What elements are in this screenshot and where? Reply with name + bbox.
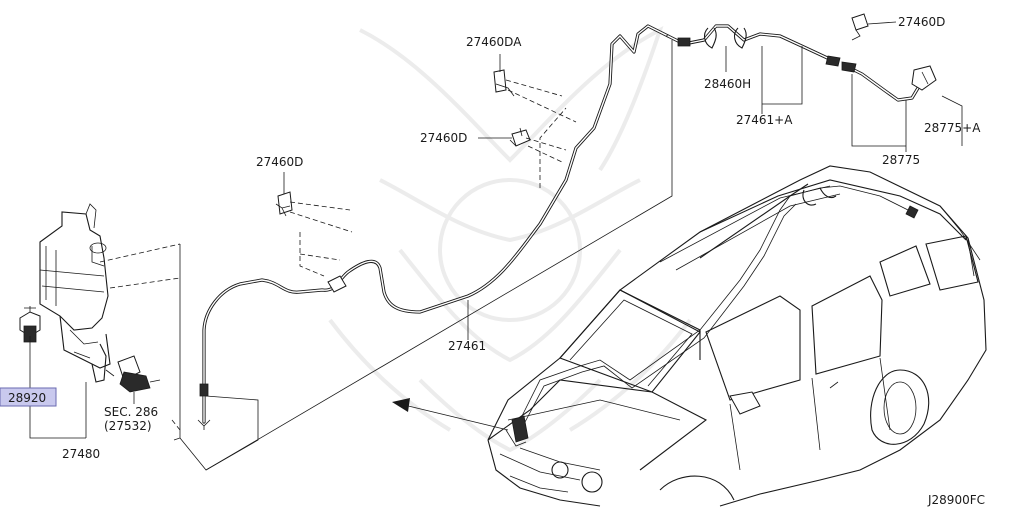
label-27532: (27532)	[104, 419, 152, 433]
direction-arrow	[392, 398, 509, 431]
highlight-28920-box	[0, 387, 57, 407]
label-27460D-mid: 27460D	[420, 131, 467, 145]
label-27460D-left: 27460D	[256, 155, 303, 169]
clip-dash-mid	[505, 79, 577, 188]
diagram-id: J28900FC	[927, 493, 985, 507]
vehicle-illustration	[487, 165, 987, 507]
washer-hose-27461	[197, 24, 670, 430]
label-28460H: 28460H	[704, 77, 751, 91]
watermark-emblem	[328, 26, 692, 453]
label-28920: 28920	[8, 391, 46, 405]
label-sec286: SEC. 286	[104, 405, 158, 419]
label-27460D-top: 27460D	[898, 15, 945, 29]
clip-27460D-mid	[509, 127, 531, 147]
label-27480: 27480	[62, 447, 100, 461]
leader-27461A	[725, 46, 803, 114]
clip-27460D-left	[275, 191, 293, 217]
clip-27460D-top	[851, 13, 869, 41]
clip-27460DA	[493, 69, 515, 97]
label-27460DA: 27460DA	[466, 35, 522, 49]
route-box	[205, 395, 259, 471]
rear-washer-nozzle	[841, 61, 937, 102]
label-27461A: 27461+A	[736, 113, 793, 127]
clip-dash-left	[289, 201, 353, 277]
washer-motor	[105, 355, 161, 393]
rear-hose-section	[666, 24, 841, 67]
tank-bracket-line	[173, 244, 181, 441]
label-28775: 28775	[882, 153, 920, 167]
leader-27460D-top	[867, 21, 897, 25]
route-line	[179, 40, 673, 471]
washer-pump-28920	[19, 306, 41, 343]
washer-tank	[39, 203, 111, 383]
leader-28920	[29, 336, 86, 439]
tank-dashes	[99, 243, 181, 431]
label-27461: 27461	[448, 339, 486, 353]
leader-28775	[851, 74, 963, 152]
label-28775A: 28775+A	[924, 121, 981, 135]
